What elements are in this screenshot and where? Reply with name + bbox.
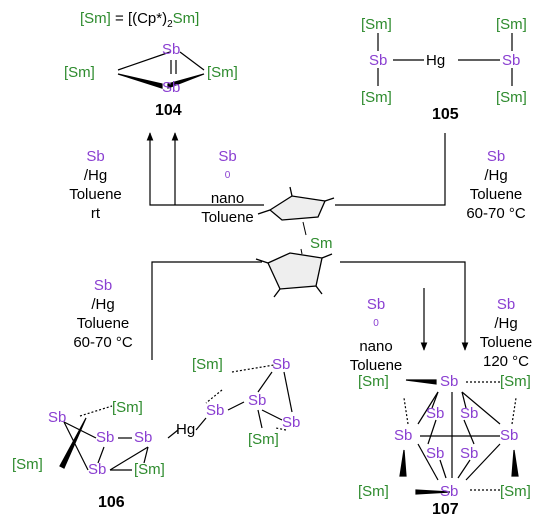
sb-atom: Sb <box>426 405 445 422</box>
sm-ligand: [Sm] <box>64 64 95 81</box>
sb-atom: Sb <box>369 52 388 69</box>
sm-definition: [Sm] = [(Cp*)2Sm] <box>80 10 200 30</box>
sb-atom: Sb <box>426 445 445 462</box>
bonds-104 <box>117 51 205 89</box>
sm-ligand: [Sm] <box>192 356 223 373</box>
sb-atom: Sb <box>282 414 301 431</box>
sb-atom: Sb <box>440 373 459 390</box>
sb-atom: Sb <box>248 392 267 409</box>
central-sm-label: Sm <box>310 235 333 252</box>
sm-ligand: [Sm] <box>12 456 43 473</box>
conditions-sbhg-60-70: Sb/Hg Toluene 60-70 °C <box>73 277 133 351</box>
sm-ligand: [Sm] <box>361 89 392 106</box>
compound-label-107: 107 <box>432 501 459 518</box>
sb-atom: Sb <box>162 41 181 58</box>
sb-atom: Sb <box>88 461 107 478</box>
sb-atom: Sb <box>440 483 459 500</box>
sm-ligand: [Sm] <box>112 399 143 416</box>
sm-ligand: [Sm] <box>496 89 527 106</box>
samarocene-sketch <box>255 186 335 298</box>
sb-atom: Sb <box>162 79 181 96</box>
sb-atom: Sb <box>48 409 67 426</box>
compound-label-106: 106 <box>98 494 125 511</box>
sm-ligand: [Sm] <box>358 483 389 500</box>
bonds-106 <box>59 364 293 471</box>
sm-ligand: [Sm] <box>500 483 531 500</box>
sm-ligand: [Sm] <box>496 16 527 33</box>
sm-ligand: [Sm] <box>248 431 279 448</box>
sb-atom: Sb <box>500 427 519 444</box>
sb-atom: Sb <box>460 405 479 422</box>
sm-ligand: [Sm] <box>134 461 165 478</box>
hg-atom: Hg <box>176 421 196 438</box>
conditions-sbhg-rt: Sb/Hg Toluene rt <box>69 148 122 222</box>
sb-atom: Sb <box>394 427 413 444</box>
bonds-105 <box>377 33 513 86</box>
sb-atom: Sb <box>460 445 479 462</box>
sm-ligand: [Sm] <box>207 64 238 81</box>
sb-atom: Sb <box>134 429 153 446</box>
sm-ligand: [Sm] <box>361 16 392 33</box>
reaction-arrows <box>146 132 469 360</box>
compound-label-105: 105 <box>432 106 459 123</box>
conditions-sbhg-120: Sb/Hg Toluene 120 °C <box>479 296 533 370</box>
sb-atom: Sb <box>272 356 291 373</box>
sm-ligand: [Sm] <box>358 373 389 390</box>
conditions-sbhg-60-70: Sb/Hg Toluene 60-70 °C <box>466 148 526 222</box>
sm-ligand: [Sm] <box>500 373 531 390</box>
bonds-107 <box>399 379 519 495</box>
compound-label-104: 104 <box>155 102 182 119</box>
sb-atom: Sb <box>502 52 521 69</box>
sb-atom: Sb <box>206 402 225 419</box>
hg-atom: Hg <box>426 52 446 69</box>
sb-atom: Sb <box>96 429 115 446</box>
